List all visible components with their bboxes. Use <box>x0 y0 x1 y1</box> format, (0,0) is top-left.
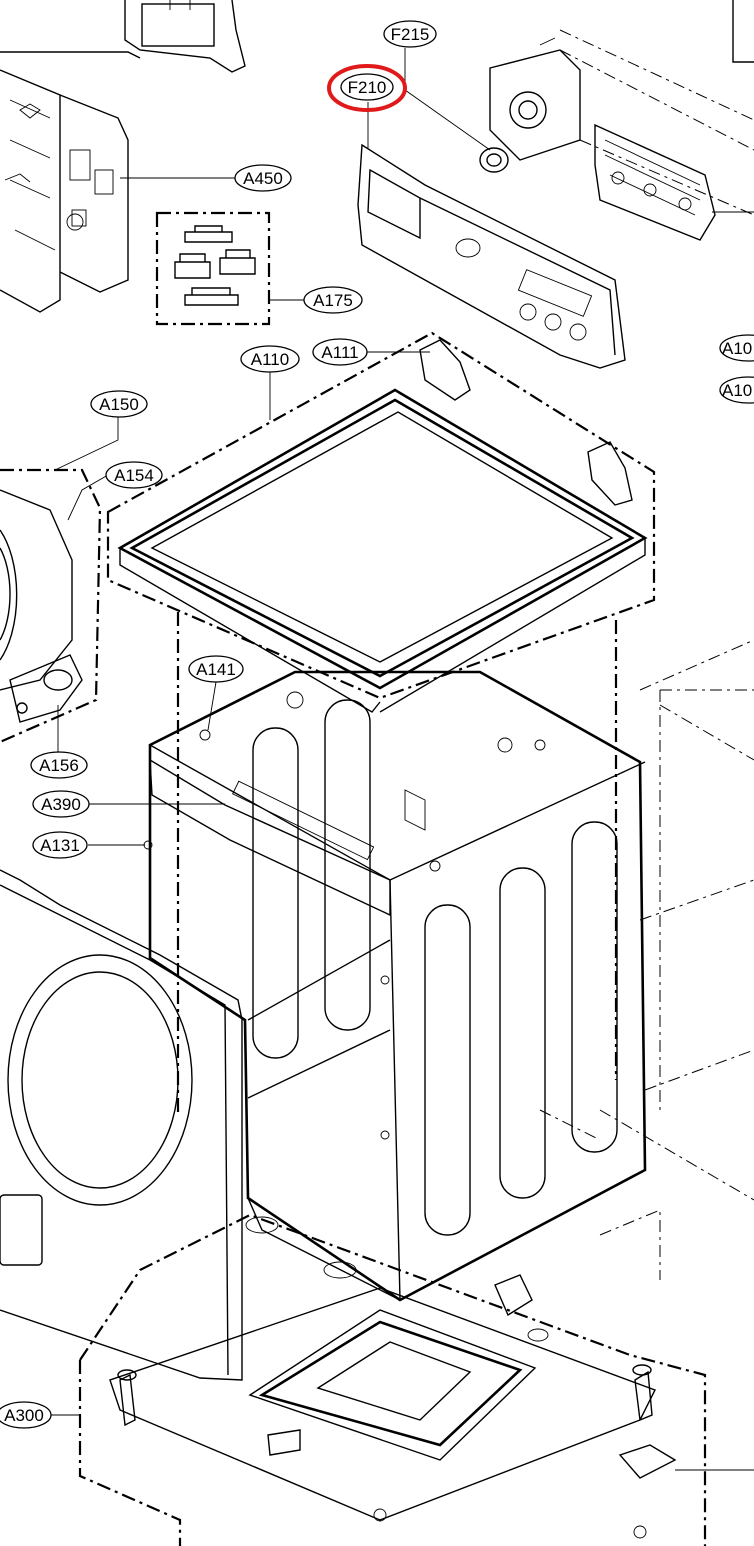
label-F215[interactable]: F215 <box>383 20 437 48</box>
label-A154[interactable]: A154 <box>105 461 163 489</box>
label-text: A150 <box>99 395 139 414</box>
knob-part <box>479 147 509 173</box>
label-text: A450 <box>243 169 283 188</box>
label-A110[interactable]: A110 <box>240 345 300 373</box>
control-pcb-part <box>489 29 754 241</box>
label-text: A10 <box>722 381 752 400</box>
label-A141[interactable]: A141 <box>188 655 244 683</box>
right-dash-guides <box>539 639 754 1280</box>
f215-leader <box>404 48 491 151</box>
hinge-part <box>419 339 633 506</box>
label-A300[interactable]: A300 <box>0 1401 52 1429</box>
label-text: F210 <box>348 78 387 97</box>
front-door-part <box>0 869 243 1381</box>
label-A450[interactable]: A450 <box>234 164 292 192</box>
a154-leader <box>67 474 109 521</box>
main-pcb-part <box>0 69 129 313</box>
label-text: F215 <box>391 25 430 44</box>
label-A156[interactable]: A156 <box>30 751 88 779</box>
label-text: A10 <box>722 339 752 358</box>
label-A175[interactable]: A175 <box>303 286 363 314</box>
corner-frame <box>732 0 754 63</box>
label-text: A156 <box>39 756 79 775</box>
clips-group <box>155 211 271 326</box>
label-A390[interactable]: A390 <box>32 790 90 818</box>
drum-front-part <box>0 468 102 744</box>
label-text: A110 <box>251 350 289 369</box>
label-A10-lower[interactable]: A10 <box>719 376 754 404</box>
label-text: A300 <box>4 1406 44 1425</box>
label-text: A111 <box>321 343 358 362</box>
a141-leader <box>207 681 217 731</box>
label-A131[interactable]: A131 <box>32 831 88 859</box>
label-text: A141 <box>196 660 236 679</box>
label-A10-upper[interactable]: A10 <box>719 334 754 362</box>
label-text: A154 <box>114 466 154 485</box>
highlight-circle <box>327 64 407 112</box>
label-text: A131 <box>40 836 80 855</box>
label-F210[interactable]: F210 <box>327 64 407 112</box>
a150-leader <box>54 417 119 471</box>
cabinet-part <box>143 612 647 1302</box>
base-part <box>78 1213 707 1546</box>
label-A150[interactable]: A150 <box>90 390 148 418</box>
label-text: A390 <box>41 795 81 814</box>
top-bracket-part <box>0 0 246 73</box>
label-text: A175 <box>313 291 353 310</box>
top-cover-part <box>106 331 656 713</box>
control-panel-part <box>357 143 626 369</box>
label-A111[interactable]: A111 <box>312 338 368 366</box>
